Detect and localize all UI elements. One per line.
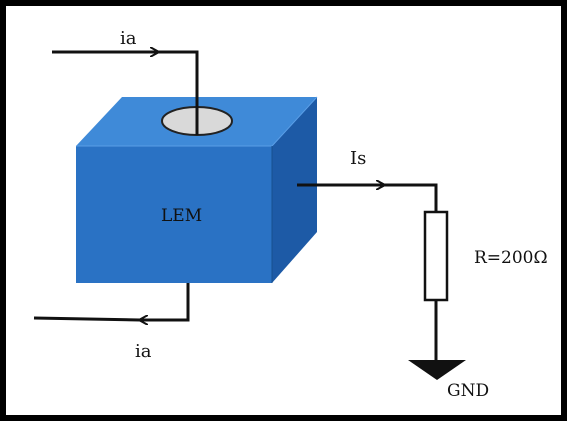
lem-box-side-face — [272, 97, 317, 283]
resistor-label: R=200Ω — [474, 248, 548, 268]
ground-icon — [408, 360, 466, 380]
is-label: Is — [350, 148, 366, 169]
resistor-symbol — [423, 210, 449, 302]
ia-output-label: ia — [135, 341, 152, 362]
ia-input-label: ia — [120, 28, 137, 49]
lem-label: LEM — [161, 206, 202, 226]
lem-box-front-face — [76, 146, 272, 283]
gnd-label: GND — [447, 381, 489, 401]
ia-input-wire — [150, 50, 199, 135]
is-wire — [376, 183, 438, 212]
ia-output-wire-tail — [33, 316, 141, 322]
